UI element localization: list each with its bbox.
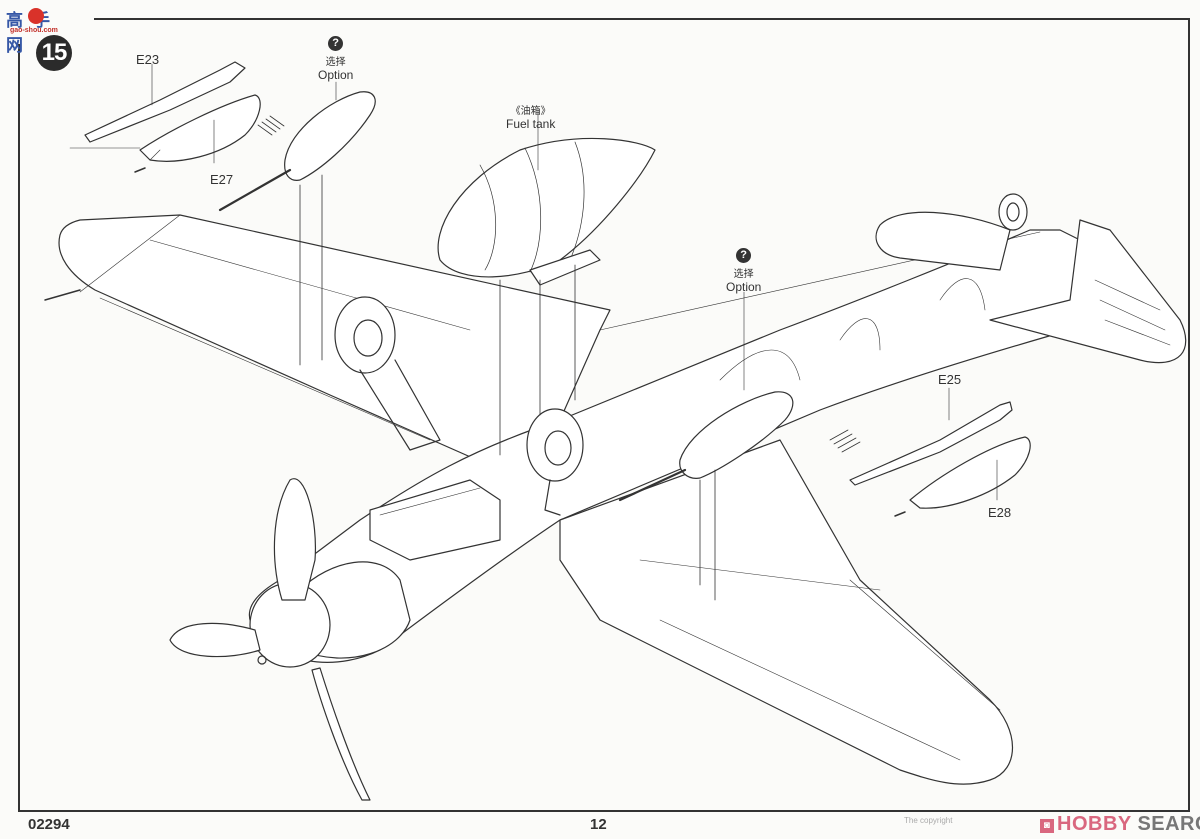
cockpit-canopy: [369, 479, 501, 561]
gun-barrel-e23: [84, 61, 246, 143]
drop-fuel-tank: [437, 137, 656, 278]
main-wheel-left: [334, 296, 396, 374]
horizontal-stabilizer: [875, 211, 1011, 271]
copyright-note: The copyright: [904, 816, 953, 825]
product-code: 02294: [28, 816, 70, 833]
watermark-word: SEARCH: [1137, 813, 1200, 835]
main-wheel-right: [526, 408, 584, 482]
question-icon: ?: [736, 248, 752, 263]
option-label-en: Option: [726, 280, 762, 294]
option-callout-left: ? 选择 Option: [318, 36, 353, 82]
gun-fairing-e27: [139, 94, 261, 162]
fuel-tank-label-en: Fuel tank: [506, 117, 556, 131]
site-logo: 高手网 gao-shou.com: [6, 6, 66, 55]
vertical-tail: [989, 219, 1187, 364]
option-callout-right: ? 选择 Option: [726, 248, 761, 294]
direction-arrow-right: [829, 429, 861, 453]
question-icon: ?: [328, 36, 344, 51]
propeller-blade-top: [273, 478, 317, 601]
option-label-cn: 选择: [325, 57, 346, 68]
hobby-search-logo-icon: ◙: [1040, 819, 1054, 833]
right-wing: [559, 439, 1013, 785]
gun-pod-option-left: [284, 91, 376, 181]
instruction-frame: [18, 18, 1190, 812]
thumb-icon: [28, 8, 44, 24]
option-label-cn: 选择: [733, 269, 754, 280]
tail-wheel: [998, 193, 1028, 231]
gun-pod-option-right: [679, 391, 794, 479]
part-label-e28: E28: [988, 505, 1012, 520]
fuel-tank-label-cn: 《油箱》: [510, 106, 551, 117]
logo-url: gao-shou.com: [10, 27, 58, 34]
option-label-en: Option: [318, 68, 354, 82]
page-number: 12: [590, 816, 607, 833]
hobby-search-watermark: ◙HOBBY SEARCH: [1040, 813, 1200, 836]
watermark-brand: HOBBY: [1057, 813, 1132, 835]
direction-arrow-left: [257, 115, 285, 136]
fuel-tank-callout: 《油箱》 Fuel tank: [506, 102, 555, 131]
gun-barrel-e25: [849, 401, 1013, 486]
part-label-e25: E25: [938, 372, 962, 387]
step-number-badge: 15: [36, 35, 72, 71]
part-label-e27: E27: [210, 172, 234, 187]
propeller-blade-left: [169, 622, 261, 658]
part-label-e23: E23: [136, 52, 160, 67]
propeller-blade-bottom: [311, 667, 371, 801]
gun-fairing-e28: [909, 436, 1031, 509]
